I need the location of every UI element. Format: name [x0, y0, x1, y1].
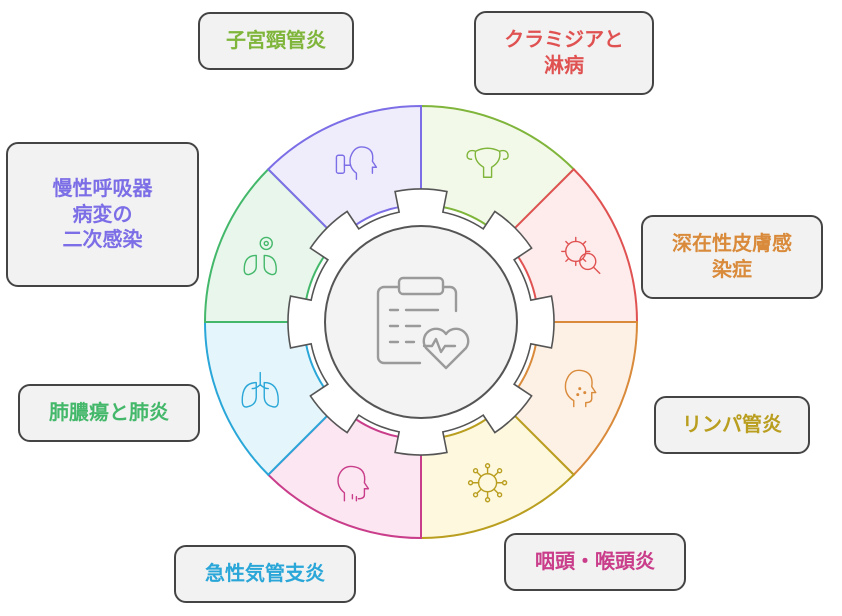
label-1: 子宮頸管炎 — [198, 12, 354, 70]
face-skin-icon — [564, 369, 597, 408]
inhaler-icon — [335, 146, 378, 180]
lungs-icon — [241, 371, 279, 408]
throat-head-icon — [337, 465, 370, 502]
virus-icon — [467, 463, 508, 503]
lungs-bacteria-icon — [243, 236, 277, 276]
uterus-icon — [466, 147, 509, 178]
label-3: 深在性皮膚感 染症 — [641, 215, 823, 299]
label-8: 慢性呼吸器 病変の 二次感染 — [6, 142, 199, 287]
label-2: クラミジアと 淋病 — [474, 11, 654, 95]
center-hub — [324, 225, 518, 419]
label-4: リンパ管炎 — [654, 396, 810, 454]
label-6: 急性気管支炎 — [174, 545, 356, 603]
label-5: 咽頭・喉頭炎 — [504, 533, 686, 591]
clipboard-heart-icon — [376, 276, 470, 370]
bacteria-magnifier-icon — [561, 236, 601, 275]
label-7: 肺膿瘍と肺炎 — [18, 384, 200, 442]
